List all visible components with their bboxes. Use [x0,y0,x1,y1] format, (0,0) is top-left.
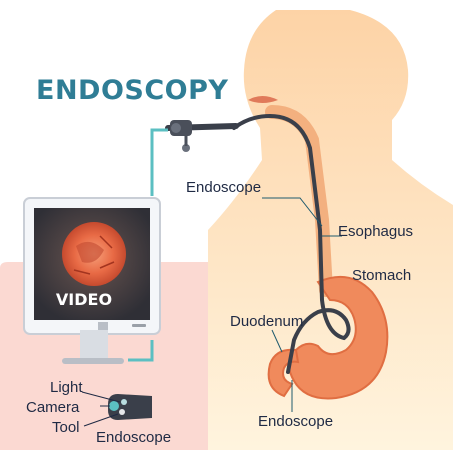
diagram-title: ENDOSCOPY [36,75,228,106]
label-endoscope-bottom: Endoscope [258,413,333,430]
label-tool: Tool [52,419,80,436]
label-light: Light [50,379,83,396]
label-esophagus: Esophagus [338,223,413,240]
monitor-cable [152,130,168,196]
screen-video-label: VIDEO [56,290,112,309]
label-endoscope-top: Endoscope [186,179,261,196]
endoscope-tip-closeup [108,394,152,420]
label-endoscope-tip: Endoscope [96,429,171,446]
label-camera: Camera [26,399,80,416]
endoscope-handle [168,120,236,152]
label-duodenum: Duodenum [230,313,303,330]
label-stomach: Stomach [352,267,411,284]
